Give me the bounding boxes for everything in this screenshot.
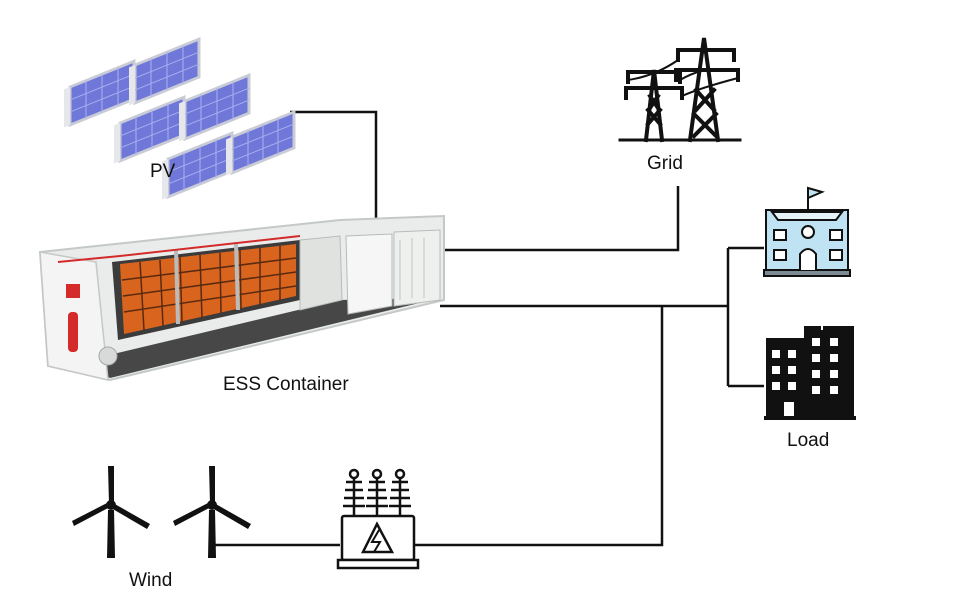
wind-label: Wind (129, 570, 172, 591)
solar-panel-icon (226, 109, 296, 176)
pv-connection-line (290, 110, 378, 238)
load-label: Load (787, 430, 829, 451)
insulator (366, 468, 388, 516)
ess-container-icon (38, 214, 445, 382)
solar-panel-icon (129, 37, 201, 106)
transmission-tower-icon (618, 37, 742, 143)
pv-array (64, 37, 296, 200)
insulator (343, 468, 365, 516)
grid-connection-line (440, 186, 680, 252)
school-building-icon (763, 186, 851, 277)
transformer-icon (336, 468, 420, 570)
ess-label: ESS Container (223, 374, 349, 395)
grid-label: Grid (647, 153, 683, 174)
solar-panel-icon (64, 59, 136, 128)
wind-turbine-icon (173, 466, 251, 558)
transformer-connection-line (414, 306, 664, 547)
insulator (389, 468, 411, 516)
wind-turbine-icon (72, 466, 150, 558)
solar-panel-icon (114, 95, 186, 164)
solar-panel-icon (179, 73, 251, 142)
connection-lines (212, 110, 764, 547)
office-building-icon (764, 326, 856, 420)
pv-label: PV (150, 161, 176, 182)
